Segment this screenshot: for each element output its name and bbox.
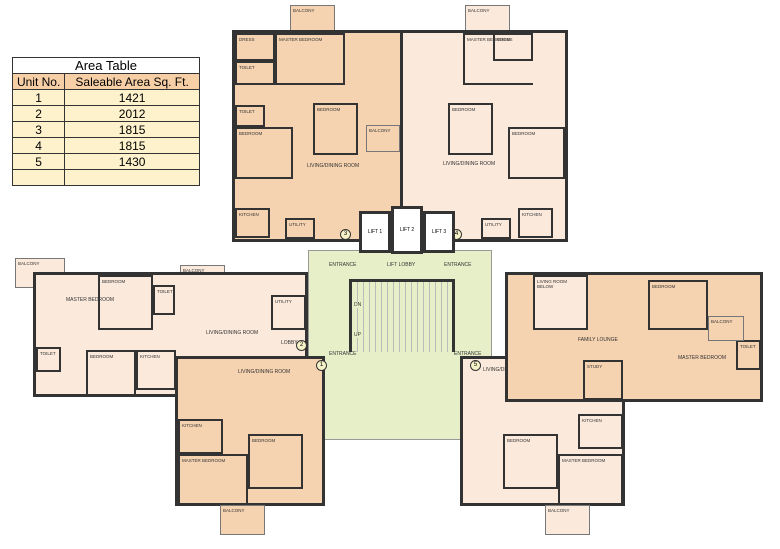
area-cell: 1815 [64, 137, 200, 154]
area-cell: 1421 [64, 89, 200, 106]
unit3-dress: DRESS [235, 33, 275, 61]
lift-2: LIFT 2 [391, 206, 423, 254]
unit-cell: 2 [11, 105, 66, 122]
area-table-title: Area Table [12, 57, 200, 74]
area-cell [64, 169, 200, 186]
unit1-balcony: BALCONY [220, 505, 265, 535]
unit1-bedroom: BEDROOM [248, 434, 303, 489]
unit3-toilet-2: TOILET [235, 105, 265, 127]
unit1-living-dining: LIVING/DINING ROOM [238, 369, 291, 375]
unit3-utility: UTILITY [285, 218, 315, 239]
unit1-kitchen: KITCHEN [178, 419, 223, 454]
area-table: Area Table Unit No. Saleable Area Sq. Ft… [11, 57, 200, 186]
entrance-label: ENTRANCE [329, 262, 357, 268]
unit5-master-bedroom: MASTER BEDROOM [558, 454, 623, 506]
unit2-utility: UTILITY [271, 295, 306, 330]
unit-number-1: 1 [316, 360, 327, 371]
unit5-balcony: BALCONY [545, 505, 590, 535]
unit-cell: 1 [11, 89, 66, 106]
entrance-label: ENTRANCE [454, 351, 482, 357]
unit2-bedroom-2: BEDROOM [86, 350, 136, 397]
stair-dn-label: DN [354, 302, 362, 308]
unit4-master-bedroom: MASTER BEDROOM [463, 33, 533, 85]
lift-3: LIFT 3 [423, 211, 455, 253]
unit-cell [11, 169, 66, 186]
unit2-toilet-2: TOILET [36, 347, 61, 372]
entrance-label: ENTRANCE [444, 262, 472, 268]
unit2-toilet: TOILET [153, 285, 175, 315]
living-room-below: LIVING ROOM BELOW [533, 275, 588, 330]
unit2-master-bedroom: MASTER BEDROOM [66, 297, 115, 303]
unit3-kitchen: KITCHEN [235, 208, 270, 238]
right-balcony: BALCONY [708, 316, 744, 341]
unit-4: DRESS MASTER BEDROOM BEDROOM BEDROOM LIV… [400, 30, 568, 242]
unit1-master-bedroom: MASTER BEDROOM [178, 454, 248, 506]
unit-cell: 4 [11, 137, 66, 154]
unit4-utility: UTILITY [481, 218, 511, 239]
unit3-balcony: BALCONY [290, 5, 335, 33]
master-bedroom: MASTER BEDROOM [678, 355, 727, 361]
unit2-lobby: LOBBY [281, 340, 298, 346]
unit2-kitchen: KITCHEN [136, 350, 176, 390]
entrance-label: ENTRANCE [329, 351, 357, 357]
unit4-balcony: BALCONY [465, 5, 510, 33]
unit-cell: 3 [11, 121, 66, 138]
unit4-kitchen: KITCHEN [518, 208, 553, 238]
header-saleable-area: Saleable Area Sq. Ft. [64, 73, 200, 90]
unit3-toilet: TOILET [235, 61, 275, 85]
unit4-living-dining: LIVING/DINING ROOM [443, 161, 496, 167]
staircase: DN UP [349, 279, 455, 352]
unit-1: LIVING/DINING ROOM KITCHEN BEDROOM MASTE… [175, 356, 325, 506]
area-cell: 1430 [64, 153, 200, 170]
unit3-bedroom-2: BEDROOM [313, 103, 358, 155]
unit4-bedroom-2: BEDROOM [508, 127, 565, 179]
unit-number-5: 5 [470, 360, 481, 371]
lift-lobby-label: LIFT LOBBY [387, 262, 416, 268]
unit-number-2: 2 [296, 340, 307, 351]
unit4-bedroom: BEDROOM [448, 103, 493, 155]
unit2-bedroom: BEDROOM [98, 275, 153, 330]
table-row [11, 169, 200, 186]
header-unit-no: Unit No. [11, 73, 66, 90]
family-lounge: FAMILY LOUNGE [578, 337, 618, 343]
unit3-master-bedroom: MASTER BEDROOM [275, 33, 345, 85]
unit5-bedroom: BEDROOM [503, 434, 558, 489]
unit-number-3: 3 [340, 229, 351, 240]
unit2-living-dining: LIVING/DINING ROOM [206, 330, 259, 336]
stair-up-label: UP [354, 332, 361, 338]
unit3-bedroom: BEDROOM [235, 127, 293, 179]
toilet: TOILET [736, 340, 761, 370]
area-cell: 1815 [64, 121, 200, 138]
area-cell: 2012 [64, 105, 200, 122]
study: STUDY [583, 360, 623, 400]
unit3-balcony-2: BALCONY [366, 125, 400, 152]
unit5-kitchen: KITCHEN [578, 414, 623, 449]
lift-1: LIFT 1 [359, 211, 391, 253]
bedroom: BEDROOM [648, 280, 708, 330]
unit3-living-dining: LIVING/DINING ROOM [307, 163, 360, 169]
unit-cell: 5 [11, 153, 66, 170]
